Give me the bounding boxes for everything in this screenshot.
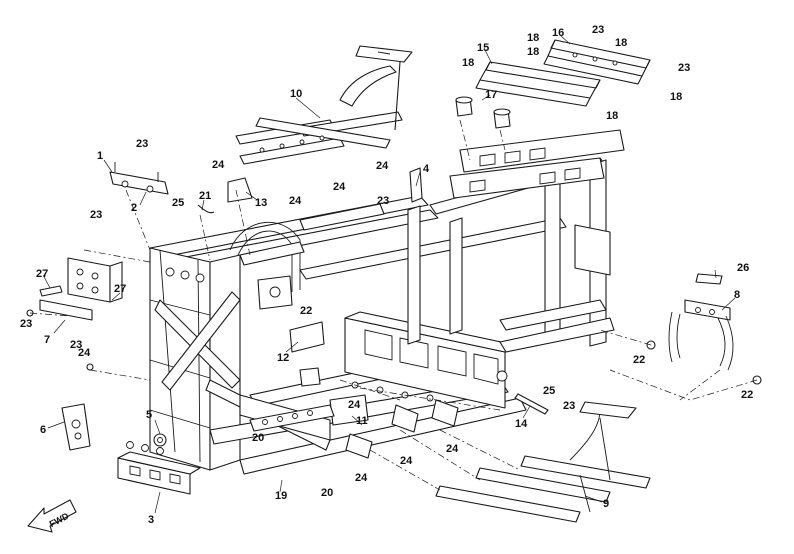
callout-25: 25	[172, 197, 184, 209]
front-rack-support	[235, 45, 413, 165]
callout-22: 22	[300, 305, 312, 317]
assembly-lines	[29, 119, 758, 491]
callout-27b: 27	[114, 283, 126, 295]
small-hardware	[26, 204, 762, 459]
callout-24: 24	[376, 160, 389, 172]
rubber-mounts	[455, 96, 511, 129]
callout-2: 2	[131, 202, 137, 214]
callout-13: 13	[255, 197, 267, 209]
callout-6: 6	[40, 424, 46, 436]
callout-5: 5	[146, 409, 152, 421]
callout-11: 11	[356, 415, 368, 427]
callout-24: 24	[400, 455, 413, 467]
rear-lower-rack-support	[435, 401, 651, 523]
callout-18: 18	[527, 46, 539, 58]
lower-left-bracket	[61, 403, 91, 451]
callout-12: 12	[277, 352, 289, 364]
callout-23: 23	[563, 400, 575, 412]
callout-23: 23	[136, 138, 148, 150]
leader-lines	[42, 35, 736, 514]
callout-1: 1	[97, 150, 103, 162]
callout-8: 8	[734, 289, 740, 301]
callout-18: 18	[527, 32, 539, 44]
bracket-bar	[109, 162, 169, 195]
callout-4: 4	[423, 163, 430, 175]
callout-23: 23	[678, 62, 690, 74]
callout-22: 22	[741, 389, 753, 401]
callout-15: 15	[477, 42, 489, 54]
callout-20: 20	[252, 432, 264, 444]
rear-hitch-loop	[668, 273, 734, 371]
fwd-direction-arrow: FWD	[27, 499, 77, 533]
callout-24: 24	[446, 443, 459, 455]
callout-26: 26	[737, 262, 749, 274]
callout-23: 23	[70, 339, 82, 351]
callout-7: 7	[44, 334, 50, 346]
callout-24: 24	[333, 181, 346, 193]
callout-19: 19	[275, 490, 287, 502]
callout-23: 23	[90, 209, 102, 221]
callout-23: 23	[377, 195, 389, 207]
callout-14: 14	[515, 418, 528, 430]
fastener-callouts: 18 18 18 18 18 18 20 20 22 22 22 23 23 2…	[20, 24, 753, 499]
callout-18: 18	[615, 37, 627, 49]
callout-23: 23	[20, 318, 32, 330]
callout-9: 9	[603, 498, 609, 510]
callout-24: 24	[355, 472, 368, 484]
callout-20: 20	[321, 487, 333, 499]
rear-rack-supports	[475, 39, 651, 107]
callout-25: 25	[543, 385, 555, 397]
callout-22: 22	[633, 354, 645, 366]
main-frame	[117, 129, 625, 495]
callout-10: 10	[290, 88, 302, 100]
callout-17: 17	[485, 89, 497, 101]
callout-24: 24	[78, 347, 91, 359]
small-brackets	[227, 167, 423, 353]
callout-24: 24	[212, 159, 225, 171]
callout-16: 16	[552, 27, 564, 39]
callout-3: 3	[148, 514, 154, 526]
callout-27a: 27	[36, 268, 48, 280]
callout-23: 23	[592, 24, 604, 36]
callout-21: 21	[199, 190, 211, 202]
callout-18: 18	[462, 57, 474, 69]
part-callouts: 1 2 3 4 5 6 7 8 9 10 11 12 13 14 15 16 1…	[36, 27, 749, 526]
callout-24: 24	[348, 399, 361, 411]
callout-18: 18	[670, 91, 682, 103]
front-left-bracket	[39, 257, 123, 321]
callout-18: 18	[606, 110, 618, 122]
callout-24: 24	[289, 195, 302, 207]
